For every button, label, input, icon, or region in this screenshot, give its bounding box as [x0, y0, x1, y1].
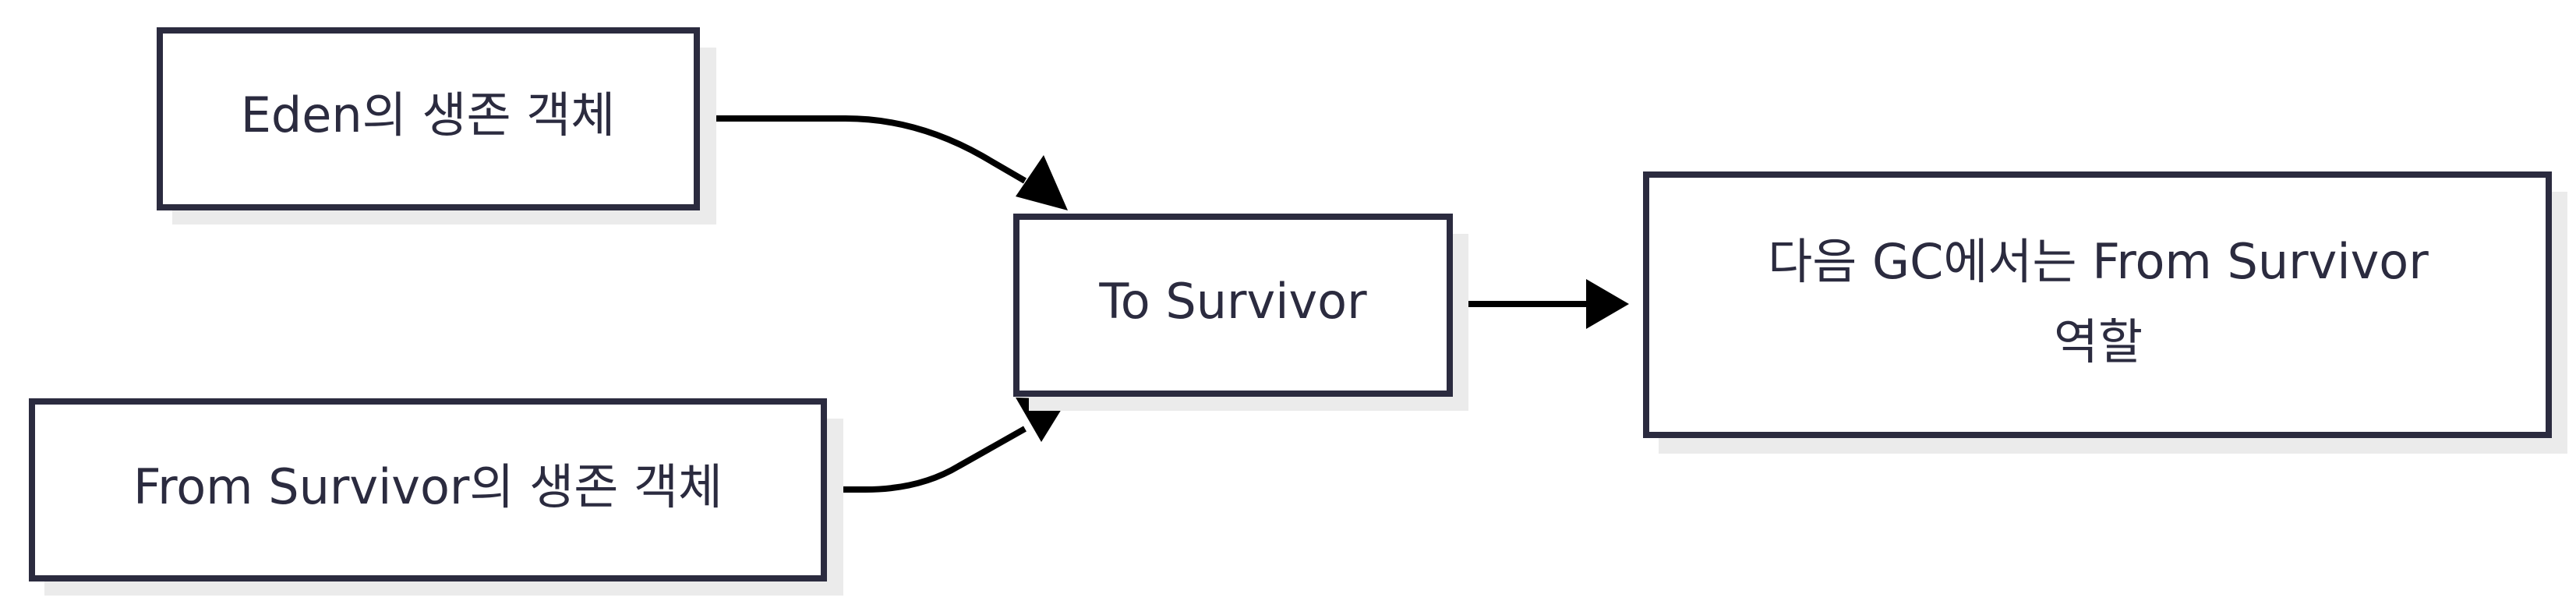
node-from-survivor-box	[29, 398, 827, 581]
node-to-survivor: To Survivor	[1013, 214, 1468, 411]
node-to-survivor-label: To Survivor	[1098, 273, 1367, 330]
edges	[700, 115, 1629, 493]
node-from-survivor: From Survivor의 생존 객체	[29, 398, 843, 596]
node-from-survivor-label: From Survivor의 생존 객체	[133, 458, 723, 515]
node-next-gc: 다음 GC에서는 From Survivor 역할	[1643, 171, 2567, 454]
node-next-gc-label-line-2: 역할	[2054, 313, 2143, 370]
node-eden-box	[157, 27, 700, 210]
node-next-gc-label-line-1: 다음 GC에서는 From Survivor	[1768, 233, 2429, 290]
node-eden-label: Eden의 생존 객체	[241, 87, 616, 143]
node-next-gc-box	[1643, 171, 2552, 438]
node-eden: Eden의 생존 객체	[157, 27, 716, 224]
arrowhead-to-survivor-to-next-gc	[1586, 279, 1629, 329]
arrowhead-eden-to-to-survivor	[1016, 155, 1068, 210]
edge-from-survivor-to-to-survivor	[824, 426, 1027, 493]
edge-eden-to-to-survivor	[700, 115, 1027, 184]
node-to-survivor-box	[1013, 214, 1453, 397]
